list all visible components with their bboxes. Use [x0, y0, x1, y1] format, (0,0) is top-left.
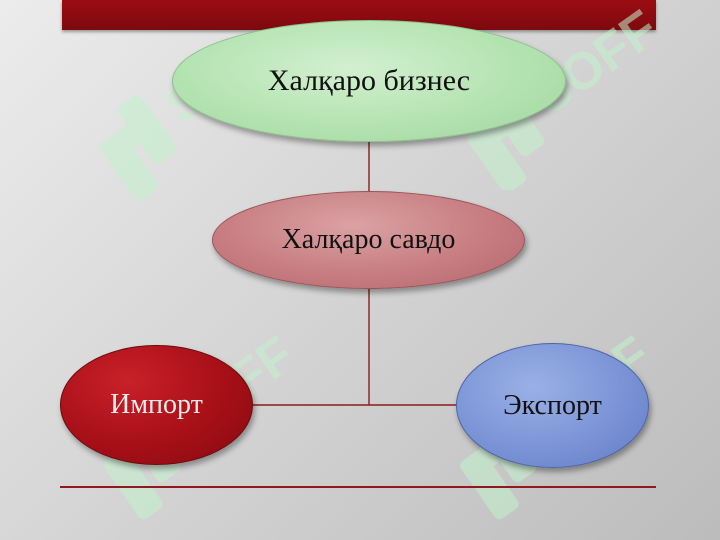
bottom-divider [60, 486, 656, 488]
node-international-trade-label: Халқаро савдо [281, 224, 456, 255]
node-import-label: Импорт [110, 389, 203, 420]
node-international-trade: Халқаро савдо [212, 191, 525, 289]
node-import: Импорт [60, 345, 253, 465]
node-export: Экспорт [456, 343, 649, 468]
node-export-label: Экспорт [503, 389, 602, 421]
node-international-business: Халқаро бизнес [172, 20, 566, 142]
node-international-business-label: Халқаро бизнес [267, 64, 471, 97]
